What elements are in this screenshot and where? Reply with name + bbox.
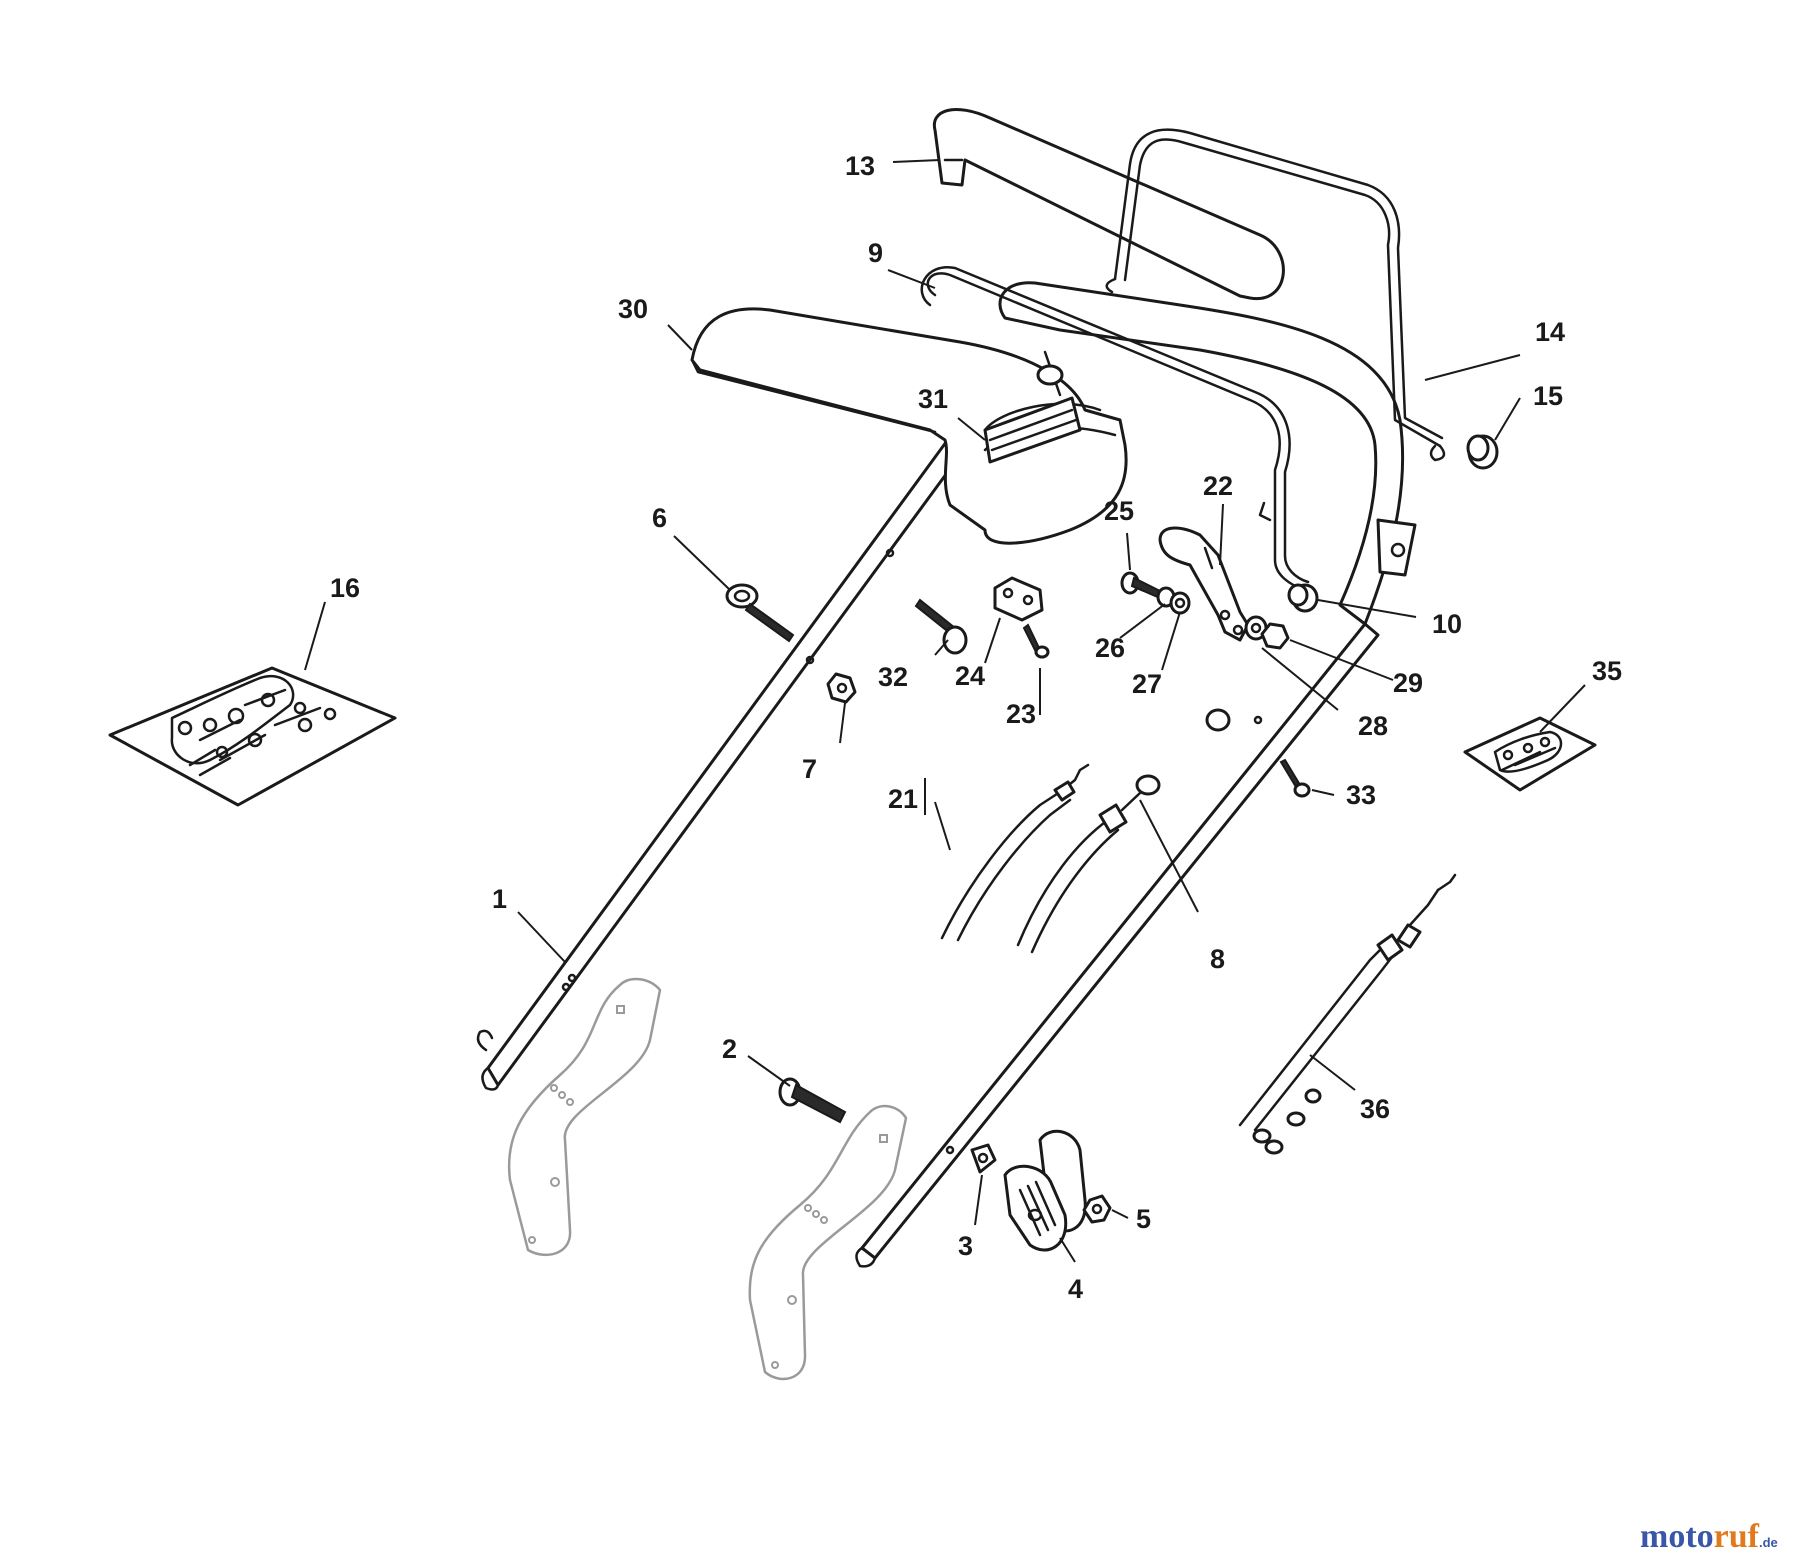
grip-bar — [932, 108, 1285, 301]
upper-handle-loop — [998, 281, 1417, 626]
control-cable-loop — [920, 265, 1310, 592]
callout-numbers: 1 2 3 4 5 6 7 8 9 10 13 14 15 16 21 22 2… — [330, 151, 1622, 1304]
callout-22: 22 — [1203, 471, 1233, 501]
carriage-bolt-3 — [970, 1143, 997, 1174]
callout-6: 6 — [652, 503, 667, 533]
control-lever — [1158, 526, 1250, 642]
grommet — [1287, 583, 1319, 613]
bolt-2 — [778, 1077, 847, 1124]
eye-bolt — [725, 583, 795, 643]
lower-handle-right-tube — [855, 622, 1380, 1268]
callout-9: 9 — [868, 238, 883, 268]
screw-33 — [1279, 758, 1311, 798]
end-cap — [1466, 434, 1499, 470]
callout-36: 36 — [1360, 1094, 1390, 1124]
callout-14: 14 — [1535, 317, 1565, 347]
lower-handle-left-tube — [476, 432, 968, 1091]
washers-26-27 — [1156, 586, 1191, 615]
callout-5: 5 — [1136, 1204, 1151, 1234]
bolt-25 — [1120, 571, 1164, 600]
handle-bracket-right — [748, 1104, 908, 1381]
callout-7: 7 — [802, 754, 817, 784]
callout-10: 10 — [1432, 609, 1462, 639]
callout-26: 26 — [1095, 633, 1125, 663]
callout-23: 23 — [1006, 699, 1036, 729]
callout-32: 32 — [878, 662, 908, 692]
handle-bracket-left — [507, 977, 662, 1257]
hardware-bag-35 — [1463, 716, 1597, 792]
callout-35: 35 — [1592, 656, 1622, 686]
screw-23 — [1022, 623, 1050, 659]
callout-8: 8 — [1210, 944, 1225, 974]
svg-text:motoruf.de: motoruf.de — [1640, 1518, 1778, 1555]
handle-knob — [1003, 1129, 1087, 1252]
callout-1: 1 — [492, 884, 507, 914]
washer-nut-28-29 — [1244, 615, 1290, 650]
watermark-part1: moto — [1640, 1518, 1714, 1555]
callout-3: 3 — [958, 1231, 973, 1261]
drive-cable — [1238, 873, 1457, 1155]
watermark-suffix: .de — [1759, 1535, 1778, 1550]
screw-32 — [914, 598, 968, 655]
leader-lines — [304, 159, 1586, 1263]
watermark-part2: ruf — [1714, 1518, 1760, 1555]
callout-15: 15 — [1533, 381, 1563, 411]
callout-29: 29 — [1393, 668, 1423, 698]
callout-16: 16 — [330, 573, 360, 603]
callout-21: 21 — [888, 784, 918, 814]
cable-clip — [993, 576, 1044, 622]
callout-2: 2 — [722, 1034, 737, 1064]
hardware-bag-16 — [108, 666, 397, 807]
callout-33: 33 — [1346, 780, 1376, 810]
callout-28: 28 — [1358, 711, 1388, 741]
callout-4: 4 — [1068, 1274, 1083, 1304]
throttle-cable — [940, 763, 1090, 942]
callout-24: 24 — [955, 661, 985, 691]
callout-13: 13 — [845, 151, 875, 181]
callout-27: 27 — [1132, 669, 1162, 699]
knob-nut — [1082, 1194, 1112, 1224]
drive-bail-bar — [1105, 128, 1446, 462]
callout-30: 30 — [618, 294, 648, 324]
warning-label — [983, 396, 1082, 464]
handle-top-cover — [690, 307, 1128, 545]
callout-25: 25 — [1104, 496, 1134, 526]
brake-cable — [1016, 774, 1161, 954]
motoruf-watermark: motoruf.de — [1640, 1518, 1778, 1555]
callout-31: 31 — [918, 384, 948, 414]
handle-washer — [1205, 708, 1231, 732]
nut-7 — [826, 672, 857, 704]
